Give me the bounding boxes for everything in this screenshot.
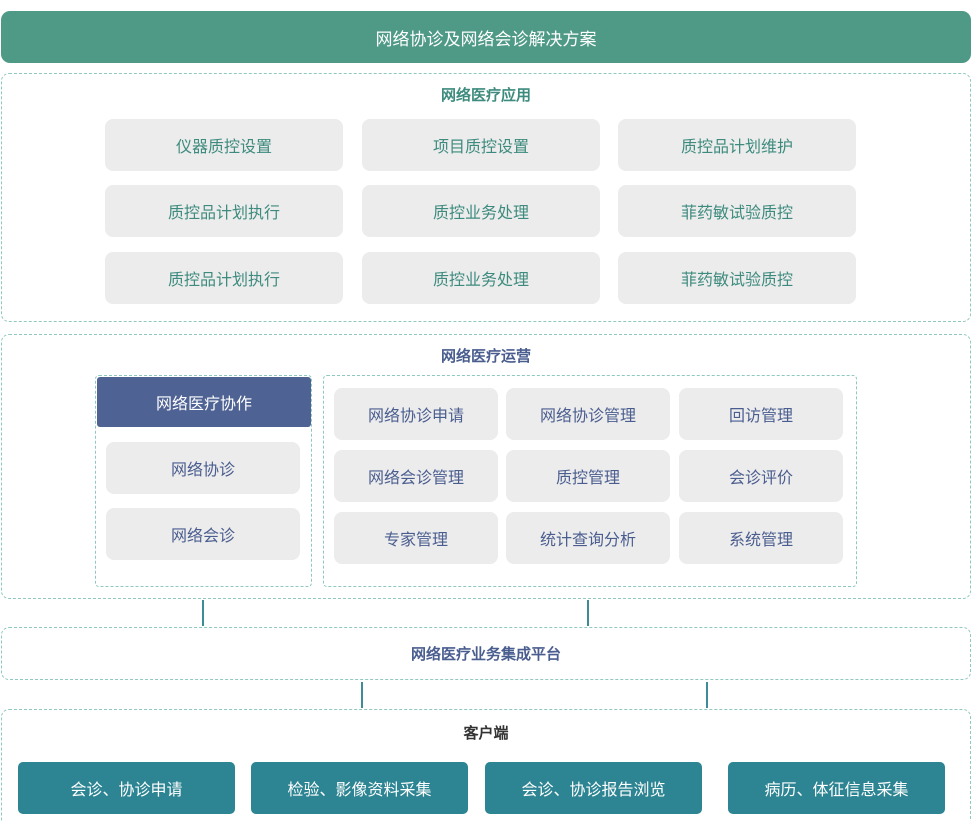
connector-line: [587, 600, 589, 626]
app-item[interactable]: 菲药敏试验质控: [618, 252, 856, 304]
module-item[interactable]: 专家管理: [334, 512, 498, 564]
app-item[interactable]: 质控业务处理: [362, 185, 600, 237]
client-item[interactable]: 检验、影像资料采集: [251, 762, 468, 814]
client-item[interactable]: 病历、体征信息采集: [728, 762, 945, 814]
collaboration-header[interactable]: 网络医疗协作: [97, 377, 311, 427]
module-item[interactable]: 统计查询分析: [506, 512, 670, 564]
module-item[interactable]: 网络会诊管理: [334, 450, 498, 502]
module-item[interactable]: 质控管理: [506, 450, 670, 502]
platform-panel: 网络医疗业务集成平台: [1, 627, 971, 680]
operations-title: 网络医疗运营: [440, 348, 531, 365]
operations-panel: 网络医疗运营 网络医疗协作 网络协诊 网络会诊 网络协诊申请 网络协诊管理 回访…: [1, 334, 971, 599]
app-item[interactable]: 质控品计划维护: [618, 119, 856, 171]
collaboration-item[interactable]: 网络会诊: [106, 508, 300, 560]
module-item[interactable]: 会诊评价: [679, 450, 843, 502]
app-item[interactable]: 菲药敏试验质控: [618, 185, 856, 237]
platform-title: 网络医疗业务集成平台: [410, 646, 561, 663]
app-item[interactable]: 质控品计划执行: [105, 252, 343, 304]
collaboration-group: 网络医疗协作 网络协诊 网络会诊: [95, 375, 312, 587]
app-item[interactable]: 仪器质控设置: [105, 119, 343, 171]
module-item[interactable]: 网络协诊管理: [506, 388, 670, 440]
client-panel: 客户端 会诊、协诊申请 检验、影像资料采集 会诊、协诊报告浏览 病历、体征信息采…: [1, 709, 971, 821]
app-item[interactable]: 项目质控设置: [362, 119, 600, 171]
client-item[interactable]: 会诊、协诊申请: [18, 762, 235, 814]
modules-group: 网络协诊申请 网络协诊管理 回访管理 网络会诊管理 质控管理 会诊评价 专家管理…: [323, 375, 857, 587]
app-item[interactable]: 质控品计划执行: [105, 185, 343, 237]
module-item[interactable]: 回访管理: [679, 388, 843, 440]
collaboration-item[interactable]: 网络协诊: [106, 442, 300, 494]
solution-title-banner: 网络协诊及网络会诊解决方案: [1, 11, 971, 63]
connector-line: [202, 600, 204, 626]
connector-line: [361, 682, 363, 708]
client-item[interactable]: 会诊、协诊报告浏览: [485, 762, 702, 814]
connector-line: [706, 682, 708, 708]
client-title: 客户端: [463, 725, 509, 742]
applications-title: 网络医疗应用: [440, 87, 531, 104]
app-item[interactable]: 质控业务处理: [362, 252, 600, 304]
module-item[interactable]: 系统管理: [679, 512, 843, 564]
applications-panel: 网络医疗应用 仪器质控设置 项目质控设置 质控品计划维护 质控品计划执行 质控业…: [1, 73, 971, 322]
module-item[interactable]: 网络协诊申请: [334, 388, 498, 440]
